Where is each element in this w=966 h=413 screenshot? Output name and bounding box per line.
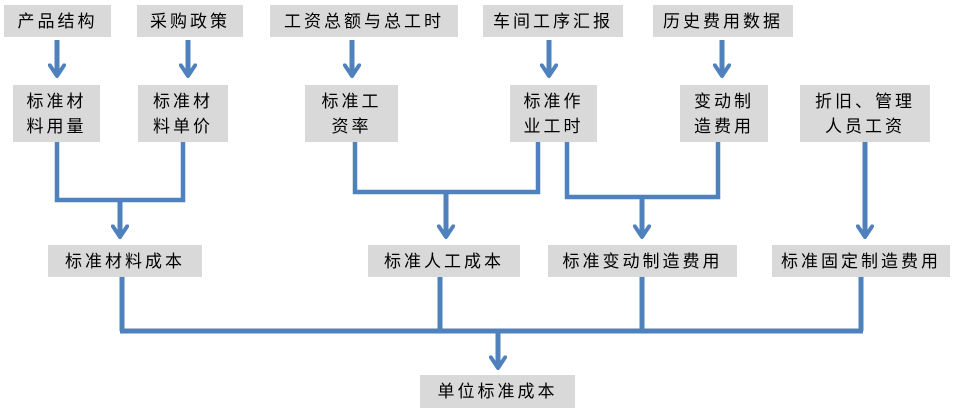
edge-variable-bracket <box>564 140 721 200</box>
node-depreciation-admin-wages: 折旧、管理 人员工资 <box>800 85 930 142</box>
node-std-material-usage: 标准材 料用量 <box>13 85 100 142</box>
node-std-operation-hours: 标准作 业工时 <box>510 85 597 142</box>
node-std-material-price: 标准材 料单价 <box>138 85 228 142</box>
edge-material-bracket <box>54 140 186 203</box>
node-unit-standard-cost: 单位标准成本 <box>420 375 575 408</box>
node-std-labor-cost: 标准人工成本 <box>368 245 520 277</box>
node-std-material-cost: 标准材料成本 <box>48 245 202 277</box>
node-total-wages-and-hours: 工资总额与总工时 <box>270 5 458 37</box>
node-std-wage-rate: 标准工 资率 <box>305 85 398 142</box>
node-std-variable-mfg-cost: 标准变动制造费用 <box>548 245 737 277</box>
node-product-structure: 产品结构 <box>4 5 111 37</box>
node-std-fixed-mfg-cost: 标准固定制造费用 <box>772 245 950 277</box>
node-workshop-process-report: 车间工序汇报 <box>483 5 623 37</box>
node-variable-mfg-cost: 变动制 造费用 <box>680 85 768 142</box>
node-historical-cost-data: 历史费用数据 <box>653 5 793 37</box>
edge-labor-bracket <box>352 140 541 195</box>
node-procurement-policy: 采购政策 <box>137 5 243 37</box>
edge-merge-bracket <box>119 276 864 334</box>
